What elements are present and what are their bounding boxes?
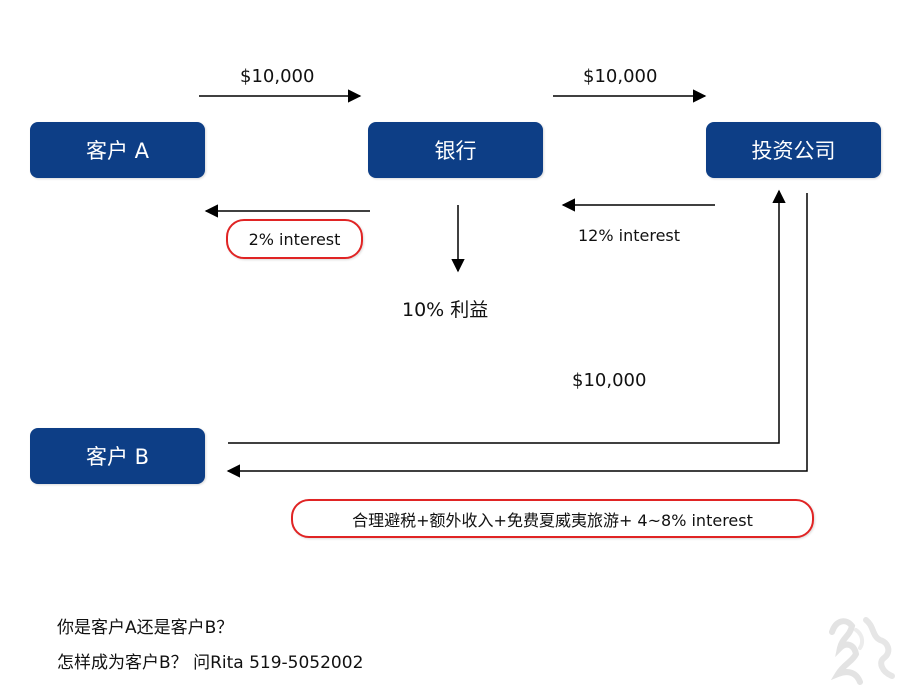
client-b-label: 客户 B (85, 445, 150, 469)
investment-company-box: 投资公司 (706, 122, 881, 178)
bank-to-a-interest: 2% interest (248, 229, 341, 249)
investment-to-bank-interest: 12% interest (578, 226, 681, 245)
arrow-investment-to-b (226, 193, 808, 478)
question-line-2: 怎样成为客户B？ 问Rita 519-5052002 (57, 653, 364, 673)
bank-label: 银行 (434, 139, 477, 163)
bank-to-investment-amount: $10,000 (583, 66, 658, 87)
client-a-label: 客户 A (85, 139, 150, 163)
a-to-bank-amount: $10,000 (240, 66, 315, 87)
decorative-watermark-icon (829, 617, 895, 685)
bank-to-a-interest-highlight: 2% interest (226, 219, 363, 259)
bank-box: 银行 (368, 122, 543, 178)
bank-profit-label: 10% 利益 (402, 299, 489, 321)
client-b-benefits: 合理避税+额外收入+免费夏威夷旅游+ 4~8% interest (352, 510, 753, 530)
client-b-benefits-highlight: 合理避税+额外收入+免费夏威夷旅游+ 4~8% interest (291, 499, 814, 538)
client-a-box: 客户 A (30, 122, 205, 178)
client-b-box: 客户 B (30, 428, 205, 484)
client-b-amount: $10,000 (572, 370, 647, 391)
question-line-1: 你是客户A还是客户B？ (57, 618, 234, 638)
investment-company-label: 投资公司 (751, 139, 836, 163)
arrow-b-to-investment (228, 189, 786, 444)
